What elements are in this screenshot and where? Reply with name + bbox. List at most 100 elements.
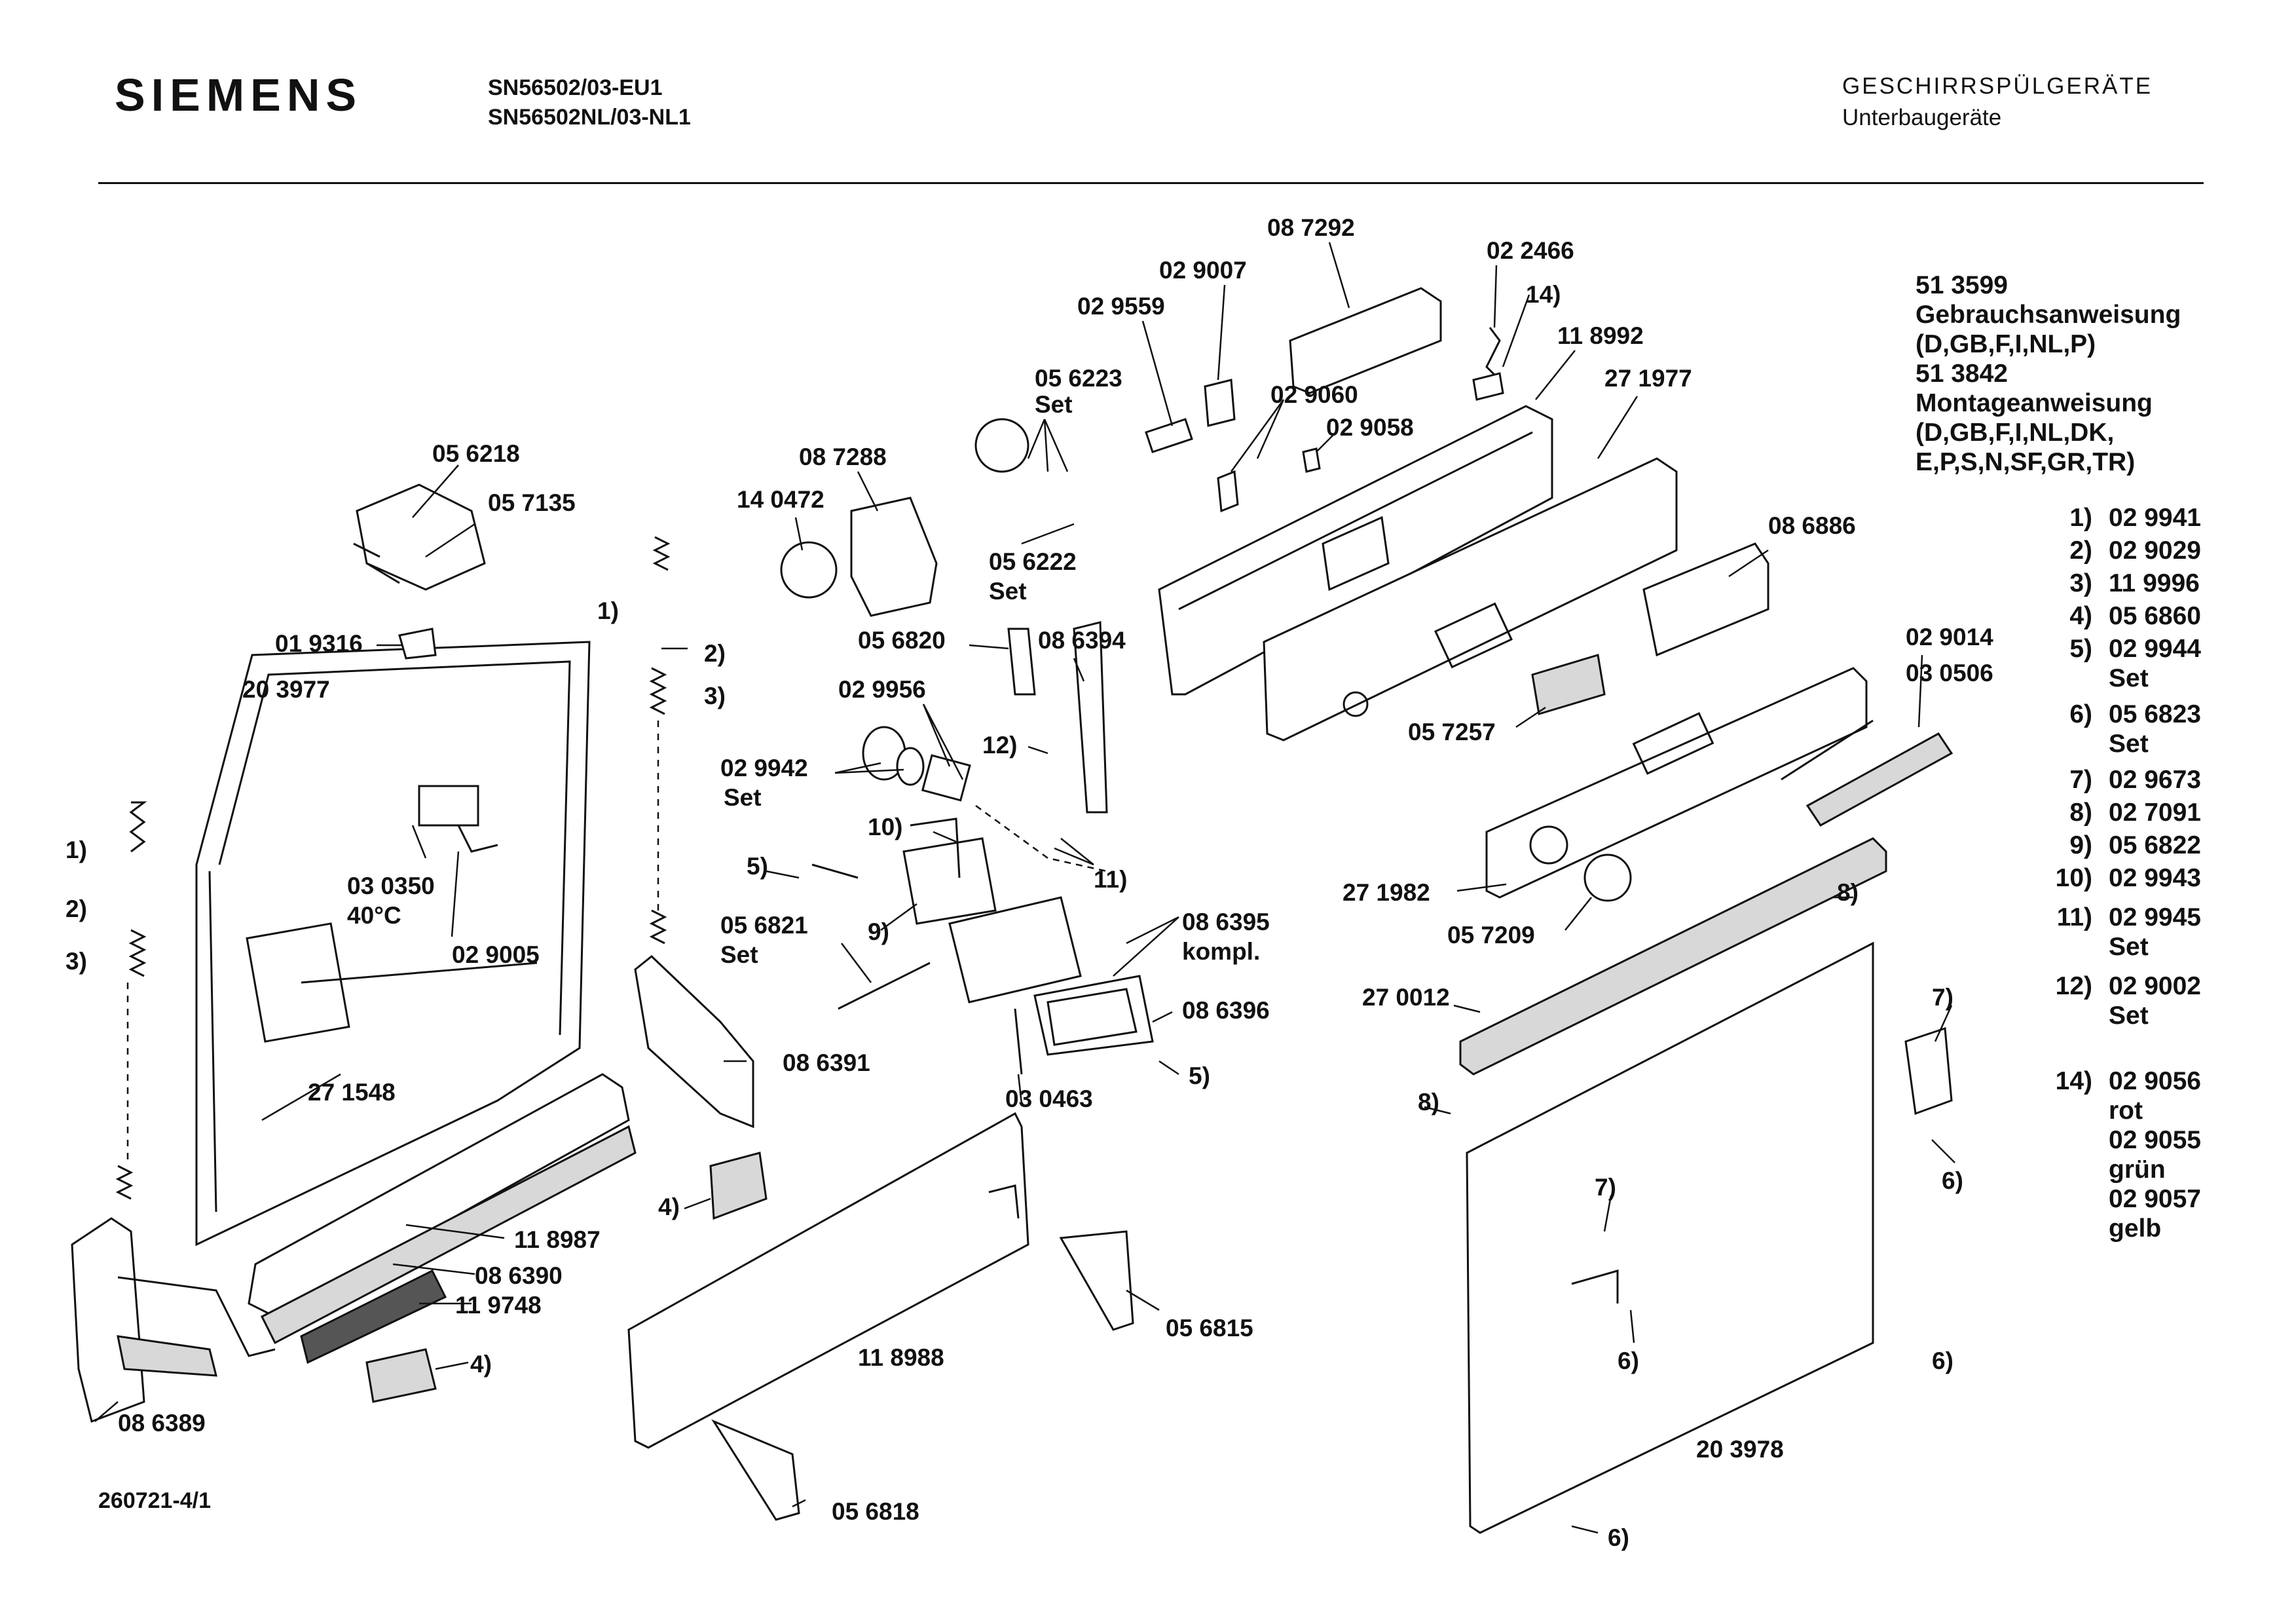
terminal-22466 — [1472, 372, 1504, 401]
label-14: 14) — [1526, 281, 1561, 308]
inner-door-frame — [195, 641, 591, 1247]
legend-key: 1) — [2069, 504, 2092, 532]
legend-key: 10) — [2056, 864, 2092, 892]
legend-value: 02 9002 — [2109, 972, 2201, 1000]
manual-name: Gebrauchsanweisung — [1916, 301, 2181, 329]
legend-value: 02 9029 — [2109, 536, 2201, 565]
legend-value: 02 9057 — [2109, 1185, 2201, 1213]
handle-57257 — [1531, 654, 1606, 715]
control-panel — [1485, 667, 1868, 899]
label-056223: 05 6223 — [1035, 365, 1122, 392]
switch-9559 — [1145, 418, 1193, 453]
legend-key: 9) — [2069, 831, 2092, 859]
label-3-top: 3) — [704, 683, 726, 709]
label-1-top: 1) — [597, 597, 619, 624]
seal-block-1 — [709, 1152, 768, 1220]
legend-key: 14) — [2056, 1067, 2092, 1095]
legend-key: 12) — [2056, 972, 2092, 1000]
label-086390: 08 6390 — [475, 1262, 563, 1289]
label-6-right: 6) — [1942, 1167, 1963, 1194]
legend-note: rot — [2109, 1097, 2143, 1125]
label-056818: 05 6818 — [832, 1498, 919, 1525]
legend-key: 6) — [2069, 700, 2092, 728]
hinge-bracket-right — [1904, 1026, 1953, 1116]
category-subtitle: Unterbaugeräte — [1842, 105, 2002, 130]
parts-drawing — [71, 287, 1953, 1534]
label-029559: 02 9559 — [1077, 293, 1165, 320]
top-switch — [356, 483, 486, 591]
label-086394: 08 6394 — [1038, 627, 1126, 654]
right-hinge-bracket — [634, 955, 754, 1129]
label-029956: 02 9956 — [838, 676, 926, 703]
label-086395-kompl: kompl. — [1182, 938, 1260, 965]
label-056222-set: Set — [989, 578, 1027, 605]
drawing-code: 260721-4/1 — [98, 1488, 212, 1513]
label-087288: 08 7288 — [799, 443, 887, 470]
footnote-legend: 1) 02 9941 2) 02 9029 3) 11 9996 4) 05 6… — [2056, 504, 2202, 1243]
label-029007: 02 9007 — [1159, 257, 1247, 284]
label-5-upper: 5) — [747, 853, 768, 880]
legend-value: 02 9944 — [2109, 635, 2201, 663]
install-languages-2: E,P,S,N,SF,GR,TR) — [1916, 448, 2135, 476]
label-271977: 27 1977 — [1604, 365, 1692, 392]
legend-note: gelb — [2109, 1214, 2161, 1243]
label-270012: 27 0012 — [1362, 984, 1450, 1011]
pin-9058 — [1302, 447, 1321, 473]
legend-value: 05 6860 — [2109, 602, 2201, 630]
legend-value: 02 9943 — [2109, 864, 2201, 892]
model-number-2: SN56502NL/03-NL1 — [488, 105, 691, 130]
legend-key: 11) — [2057, 903, 2092, 931]
legend-value: 02 9056 — [2109, 1067, 2201, 1095]
label-056222: 05 6222 — [989, 548, 1077, 575]
label-029005: 02 9005 — [452, 941, 540, 968]
label-9: 9) — [868, 918, 889, 945]
label-4-lower: 4) — [470, 1351, 492, 1378]
legend-value: 02 9945 — [2109, 903, 2201, 931]
label-056821: 05 6821 — [720, 912, 808, 939]
pin-9060 — [1217, 470, 1239, 513]
label-087292: 08 7292 — [1267, 214, 1355, 241]
label-203978: 20 3978 — [1696, 1436, 1784, 1463]
legend-key: 8) — [2069, 798, 2092, 827]
door-lock-housing — [948, 896, 1082, 1004]
label-271982: 27 1982 — [1342, 879, 1430, 906]
outer-door — [1466, 941, 1874, 1534]
left-hinge — [71, 1217, 145, 1423]
label-019316: 01 9316 — [275, 630, 363, 657]
install-number: 51 3842 — [1916, 360, 2008, 388]
label-056820: 05 6820 — [858, 627, 946, 654]
model-number-1: SN56502/03-EU1 — [488, 75, 663, 100]
label-029014: 02 9014 — [1906, 624, 1993, 650]
legend-value: 11 9996 — [2109, 569, 2200, 597]
label-8-upper: 8) — [1837, 879, 1859, 906]
label-057257: 05 7257 — [1408, 719, 1496, 745]
label-6-bottom: 6) — [1608, 1524, 1629, 1551]
documentation-list: 51 3599 Gebrauchsanweisung (D,GB,F,I,NL,… — [1916, 271, 2181, 476]
label-2-left: 2) — [65, 895, 87, 922]
label-12: 12) — [982, 732, 1017, 759]
fascia-panel — [1263, 457, 1678, 741]
label-118988: 11 8988 — [858, 1344, 944, 1371]
label-6-corner: 6) — [1932, 1347, 1953, 1374]
part-labels: 08 7292 02 2466 14) 11 8992 02 9007 02 9… — [65, 214, 1993, 1551]
front-base-panel — [627, 1112, 1029, 1449]
label-056218: 05 6218 — [432, 440, 520, 467]
legend-value: 05 6823 — [2109, 700, 2201, 728]
label-030350: 03 0350 — [347, 873, 435, 899]
label-11: 11) — [1094, 866, 1127, 893]
label-118987: 11 8987 — [514, 1226, 601, 1253]
label-1-left: 1) — [65, 836, 87, 863]
button-block — [1642, 542, 1769, 657]
legend-key: 4) — [2069, 602, 2092, 630]
timer-motor — [850, 497, 938, 617]
leader-lines — [94, 242, 1955, 1534]
brand-logo: SIEMENS — [115, 69, 363, 121]
label-086395: 08 6395 — [1182, 909, 1270, 935]
label-7-door: 7) — [1595, 1174, 1616, 1201]
legend-note: Set — [2109, 664, 2149, 692]
label-4-middle: 4) — [658, 1193, 680, 1220]
install-name: Montageanweisung — [1916, 389, 2153, 417]
legend-value: 02 7091 — [2109, 798, 2201, 827]
switch-9007 — [1204, 379, 1236, 427]
